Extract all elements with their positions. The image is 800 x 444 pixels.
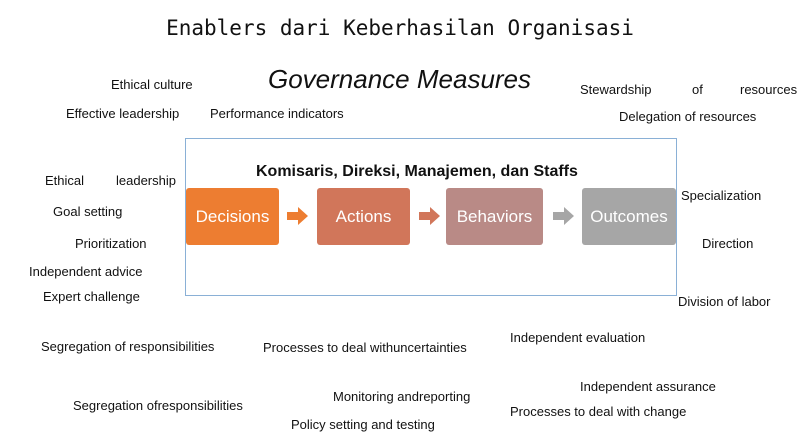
label-goal-setting: Goal setting	[53, 204, 123, 219]
label-independent-advice: Independent advice	[29, 264, 143, 279]
label-prioritization: Prioritization	[75, 236, 147, 251]
flow-arrow-1	[287, 207, 308, 225]
label-processes-change: Processes to deal with change	[510, 404, 687, 419]
flow-step-behaviors: Behaviors	[446, 188, 543, 245]
label-independent-assurance: Independent assurance	[580, 379, 716, 394]
flow-arrow-3	[553, 207, 574, 225]
governance-measures-heading: Governance Measures	[268, 64, 532, 94]
label-stewardship-word-3: resources	[740, 82, 798, 97]
label-policy-setting: Policy setting and testing	[291, 417, 435, 432]
label-ethical-leadership-word-2: leadership	[116, 173, 176, 188]
label-specialization: Specialization	[681, 188, 762, 203]
label-ethical-culture: Ethical culture	[111, 77, 193, 92]
label-division-of-labor: Division of labor	[678, 294, 771, 309]
label-stewardship-word-2: of	[692, 82, 703, 97]
label-independent-evaluation: Independent evaluation	[510, 330, 646, 345]
actors-frame-title: Komisaris, Direksi, Manajemen, dan Staff…	[256, 163, 578, 180]
label-delegation-of-resources: Delegation of resources	[619, 109, 757, 124]
label-monitoring-and-reporting: Monitoring andreporting	[333, 389, 471, 404]
flow-arrow-2	[419, 207, 440, 225]
label-stewardship-word-1: Stewardship	[580, 82, 652, 97]
label-direction: Direction	[702, 236, 754, 251]
label-segregation-of-responsibilities-2: Segregation ofresponsibilities	[73, 398, 243, 413]
flow-step-outcomes: Outcomes	[582, 188, 676, 245]
page-title: Enablers dari Keberhasilan Organisasi	[166, 16, 634, 40]
label-expert-challenge: Expert challenge	[43, 289, 140, 304]
label-performance-indicators: Performance indicators	[210, 106, 344, 121]
label-processes-uncertainties: Processes to deal withuncertainties	[263, 340, 467, 355]
flow-step-decisions: Decisions	[186, 188, 279, 245]
label-effective-leadership: Effective leadership	[66, 106, 180, 121]
flow-step-actions: Actions	[317, 188, 410, 245]
label-segregation-of-responsibilities: Segregation of responsibilities	[41, 339, 215, 354]
actors-frame	[185, 138, 677, 296]
label-ethical-leadership-word-1: Ethical	[45, 173, 85, 188]
